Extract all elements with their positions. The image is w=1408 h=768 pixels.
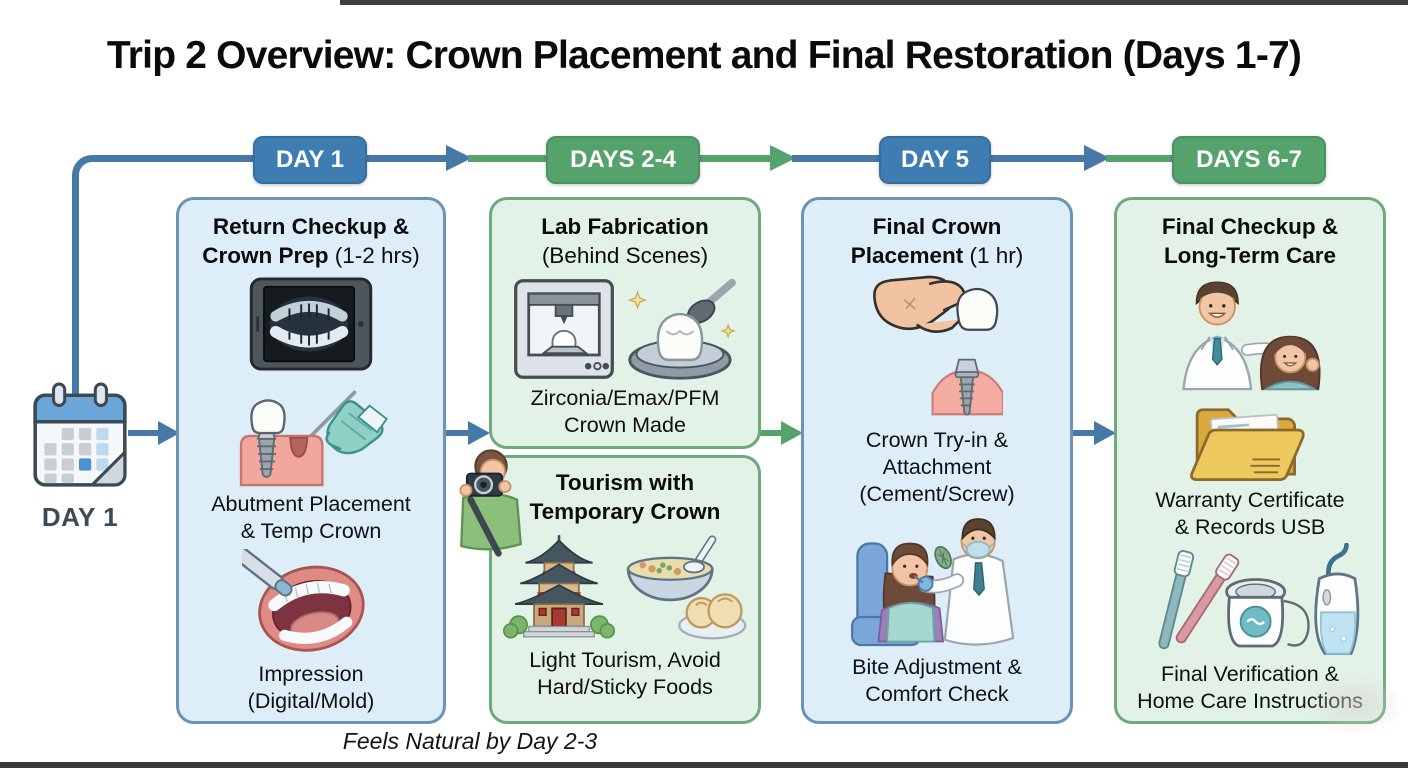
- badge-day-1: DAY 1: [253, 136, 367, 184]
- pagoda-icon: [503, 534, 615, 639]
- connector-line: [128, 430, 158, 436]
- bottom-edge-artifact: [0, 762, 1408, 768]
- arrow-right-icon: [781, 421, 803, 445]
- top-edge-artifact: [340, 0, 1408, 5]
- timeline-elbow-connector: [72, 155, 265, 396]
- mouth-impression-icon: [242, 548, 365, 652]
- connector-line: [757, 430, 781, 436]
- folder-icon: [1190, 407, 1305, 481]
- caption-bite: Bite Adjustment & Comfort Check: [852, 654, 1022, 706]
- crown-printer-icon: [514, 278, 614, 379]
- food-icon: [626, 535, 747, 640]
- caption-crown-made: Zirconia/Emax/PFM Crown Made: [530, 385, 720, 437]
- card-tourism: Tourism with Temporary Crown: [489, 455, 761, 724]
- page-title: Trip 2 Overview: Crown Placement and Fin…: [106, 34, 1302, 77]
- caption-abutment: Abutment Placement & Temp Crown: [211, 491, 411, 543]
- xray-tablet-icon: [249, 277, 373, 371]
- card-day5: Final Crown Placement (1 hr) Crown Try-i…: [801, 197, 1073, 724]
- card-day1: Return Checkup & Crown Prep (1-2 hrs): [176, 197, 446, 724]
- card-day67: Final Checkup & Long-Term Care: [1114, 197, 1386, 724]
- arrow-right-icon: [468, 421, 490, 445]
- footnote: Feels Natural by Day 2-3: [342, 728, 598, 754]
- arrow-right-icon: [446, 145, 472, 171]
- badge-days-6-7: DAYS 6-7: [1172, 136, 1326, 184]
- card-day1-title: Return Checkup & Crown Prep (1-2 hrs): [202, 214, 420, 268]
- caption-impression: Impression (Digital/Mold): [247, 661, 375, 713]
- dentist-patient-icon: [851, 517, 1015, 646]
- card-day67-title: Final Checkup & Long-Term Care: [1161, 214, 1339, 268]
- arrow-right-icon: [770, 145, 796, 171]
- arrow-right-icon: [1084, 145, 1110, 171]
- doctor-patient-icon: [1182, 281, 1321, 390]
- calendar-block: DAY 1: [28, 381, 132, 533]
- hand-crown-icon: [873, 275, 1003, 416]
- calendar-day-label: DAY 1: [41, 502, 119, 532]
- crown-milling-icon: [627, 278, 736, 380]
- arrow-right-icon: [158, 421, 180, 445]
- arrow-right-icon: [1094, 421, 1116, 445]
- photographer-icon: [459, 449, 522, 557]
- calendar-icon: [33, 382, 127, 487]
- caption-tryin: Crown Try-in & Attachment (Cement/Screw): [859, 427, 1015, 506]
- watermark: [1302, 674, 1406, 736]
- hygiene-kit-icon: [1158, 542, 1360, 655]
- card-tourism-title: Tourism with Temporary Crown: [529, 470, 721, 524]
- connector-line: [442, 430, 468, 436]
- card-day5-title: Final Crown Placement (1 hr): [850, 214, 1024, 268]
- card-lab-title: Lab Fabrication (Behind Scenes): [541, 214, 709, 268]
- badge-day-5: DAY 5: [879, 136, 991, 184]
- caption-warranty: Warranty Certificate & Records USB: [1155, 487, 1345, 539]
- implant-hand-icon: [239, 390, 388, 486]
- connector-line: [1069, 430, 1094, 436]
- card-lab-fabrication: Lab Fabrication (Behind Scenes): [489, 197, 761, 449]
- badge-days-2-4: DAYS 2-4: [546, 136, 700, 184]
- caption-tourism-advice: Light Tourism, Avoid Hard/Sticky Foods: [529, 647, 721, 699]
